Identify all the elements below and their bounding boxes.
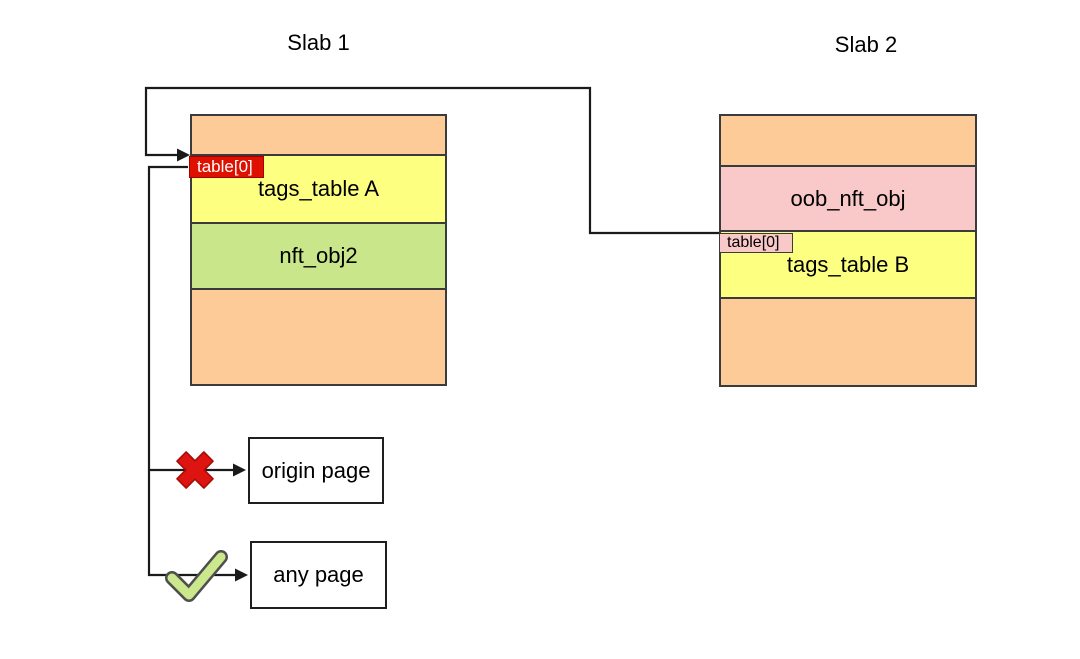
slab2-section-oob-nft-obj: oob_nft_obj — [721, 167, 975, 232]
slab1-nft-obj2-label: nft_obj2 — [279, 243, 358, 268]
slab2-table0-tag: table[0] — [719, 233, 793, 253]
slab2-oob-nft-obj-label: oob_nft_obj — [790, 185, 906, 211]
any-page-box: any page — [250, 541, 387, 609]
slab1-table0-tag: table[0] — [189, 156, 264, 178]
slab2-section-free-bottom — [721, 299, 975, 385]
slab2-table0-tag-label: table[0] — [727, 234, 780, 251]
cross-icon — [176, 451, 214, 489]
any-page-label: any page — [273, 562, 364, 587]
slab1-section-free-top — [192, 116, 445, 156]
check-icon-outline — [165, 550, 228, 602]
slab1-table0-tag-label: table[0] — [197, 157, 253, 176]
slab1: tags_table A nft_obj2 — [190, 114, 447, 386]
slab1-title: Slab 1 — [287, 30, 350, 55]
arrowhead-into-any-page — [235, 568, 248, 582]
slab2-title: Slab 2 — [834, 32, 898, 57]
slab2-tags-table-b-label: tags_table B — [786, 251, 910, 277]
origin-page-box: origin page — [248, 437, 384, 504]
slab2: oob_nft_obj tags_table B — [719, 114, 977, 387]
slab1-section-free-bottom — [192, 290, 445, 384]
slab1-tags-table-a-label: tags_table A — [257, 176, 380, 201]
origin-page-label: origin page — [261, 457, 371, 483]
slab1-section-nft-obj2: nft_obj2 — [192, 224, 445, 290]
check-icon — [167, 552, 226, 600]
slab2-section-free-top — [721, 116, 975, 167]
arrowhead-into-origin-page — [233, 463, 246, 477]
